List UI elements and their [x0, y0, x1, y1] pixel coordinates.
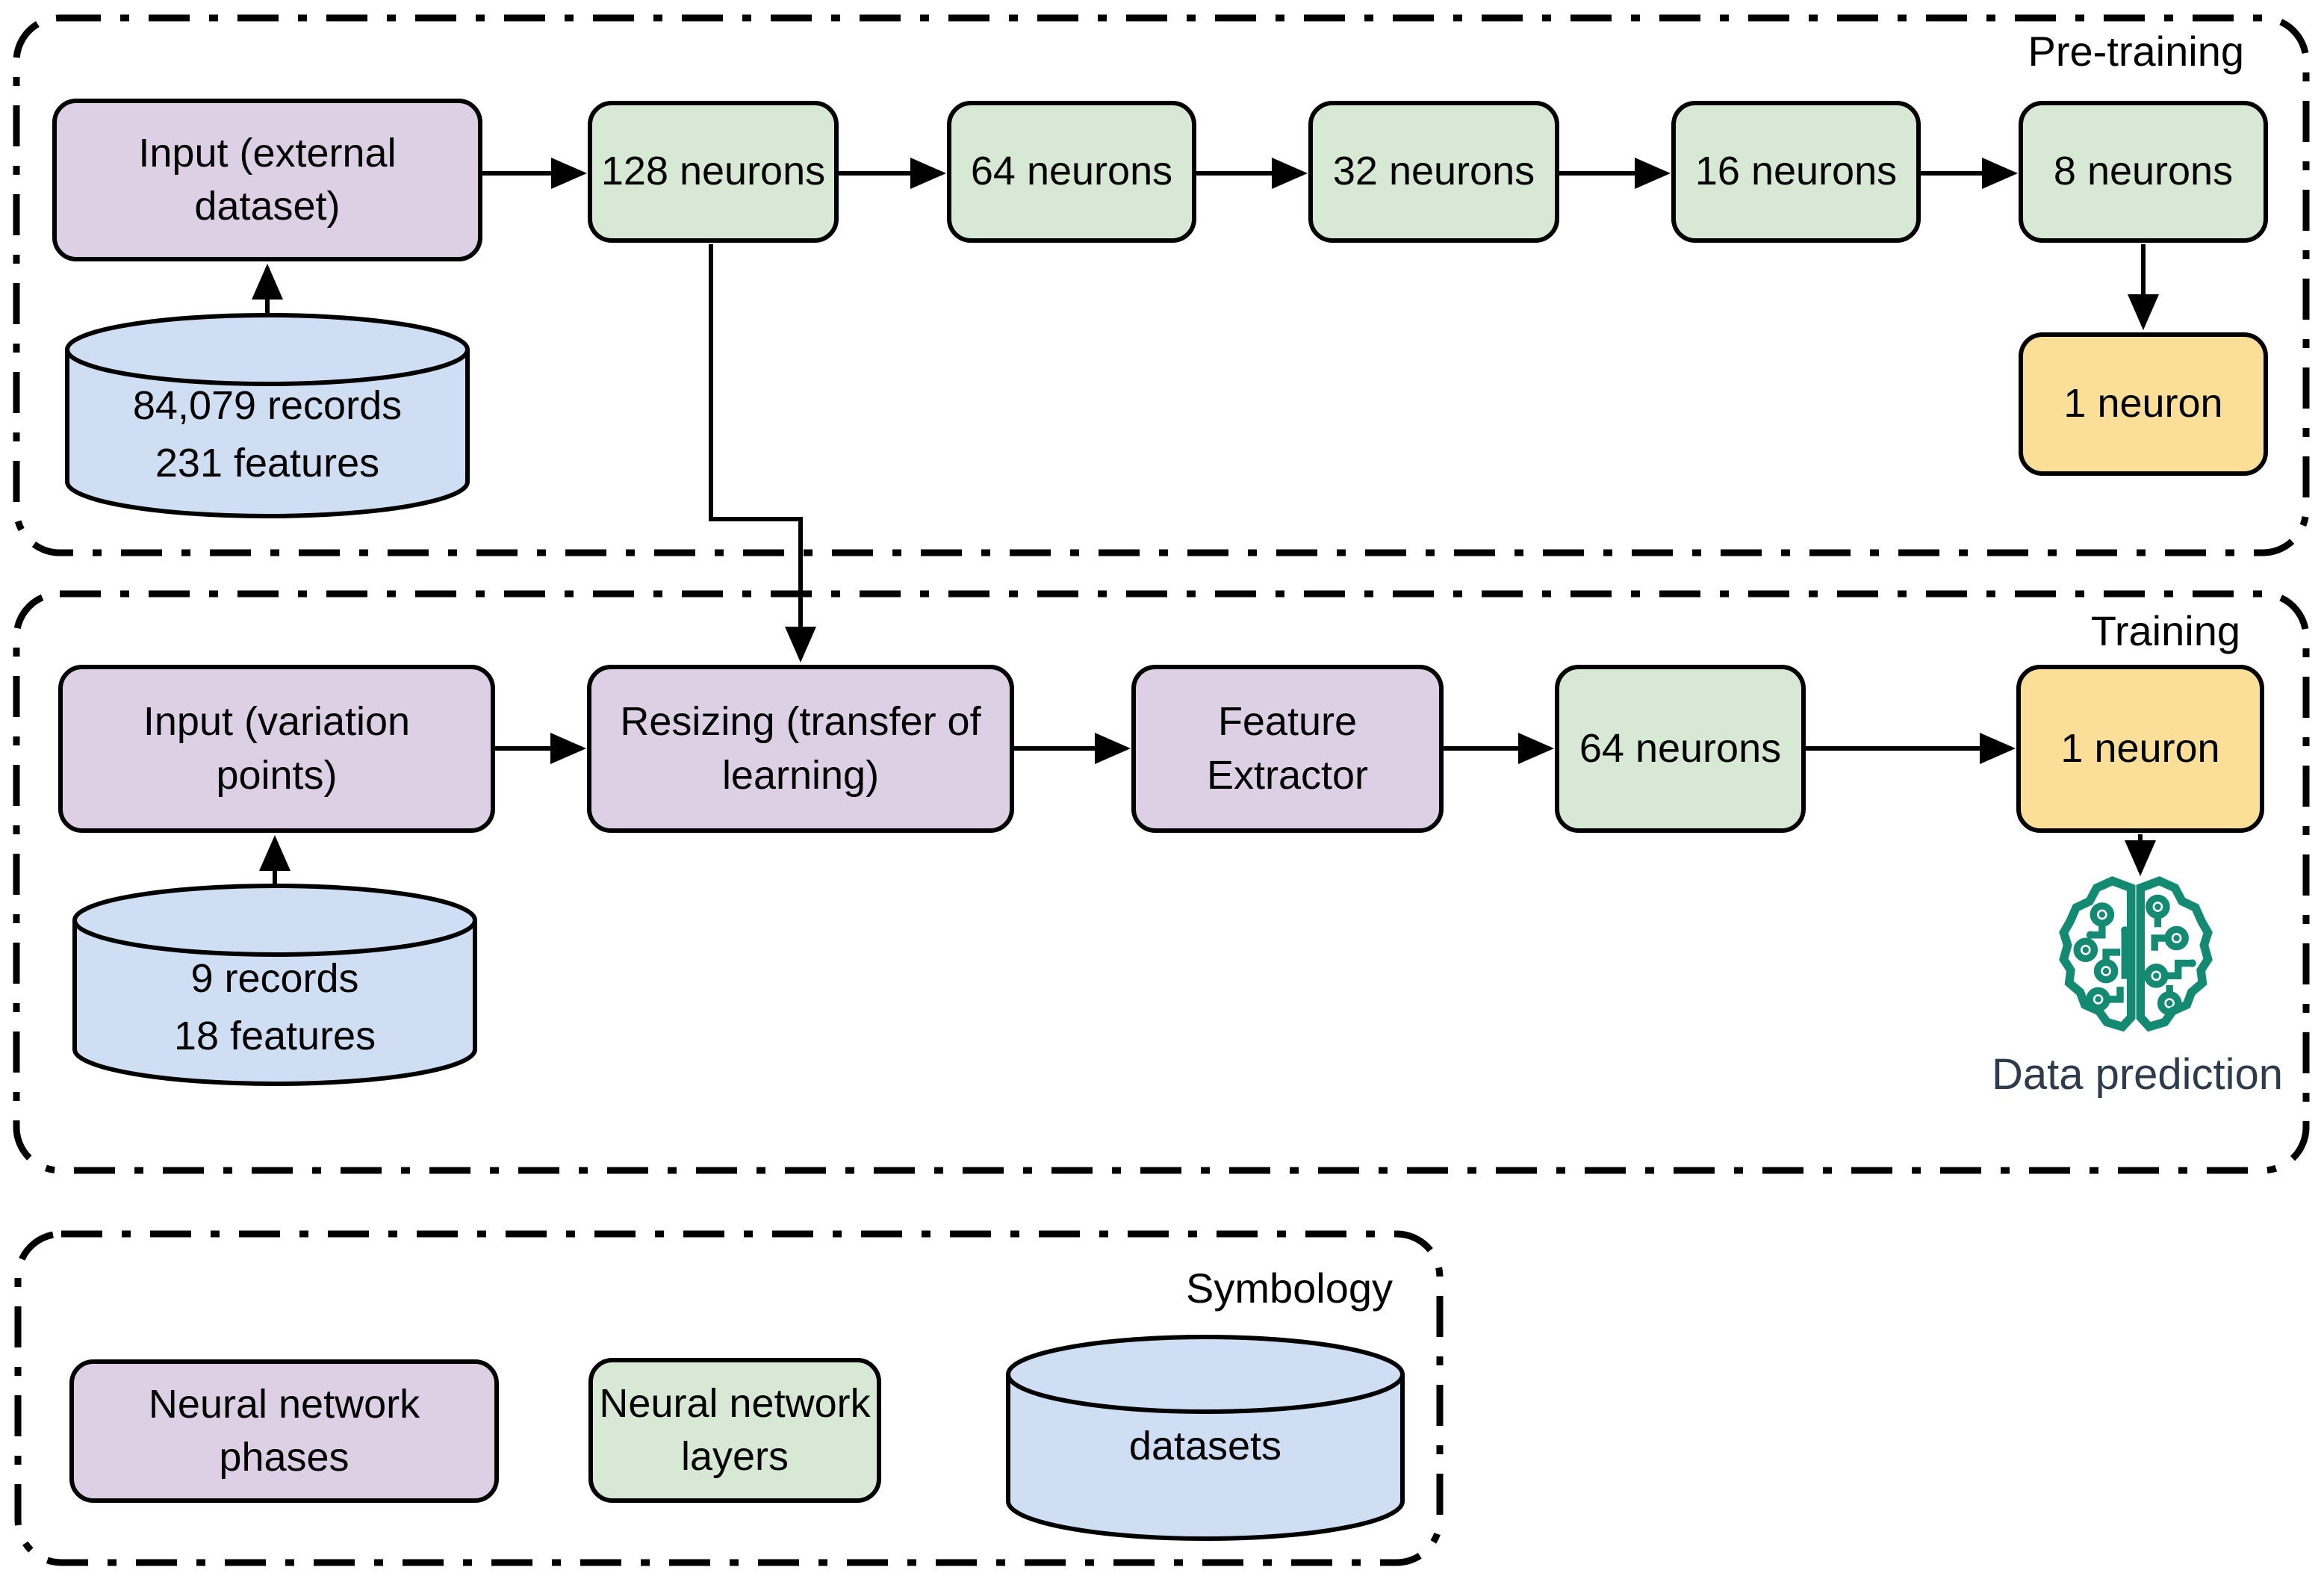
training-input-box: Input (variation points): [58, 665, 495, 833]
pretraining-dataset-cylinder: [65, 313, 470, 518]
symbology-datasets-label: datasets: [1128, 1424, 1282, 1468]
pretraining-output-box: 1 neuron: [2019, 332, 2268, 476]
training-layer-64-box: 64 neurons: [1555, 665, 1806, 833]
training-dataset-cylinder: [72, 884, 477, 1086]
symbology-section-label: Symbology: [1185, 1265, 1393, 1312]
brain-circuit-icon: [2059, 876, 2213, 1032]
pretraining-dataset-label: 84,079 records 231 features: [132, 383, 403, 485]
pretraining-section-border: [13, 14, 2310, 556]
arrows: [252, 158, 2159, 886]
pretraining-layer-32-box: 32 neurons: [1308, 101, 1559, 243]
symbology-datasets-cylinder: [1006, 1335, 1405, 1541]
training-section-label: Training: [2090, 607, 2240, 654]
pretraining-layer-128-box: 128 neurons: [588, 101, 839, 243]
training-feature-extractor-box: Feature Extractor: [1131, 665, 1444, 833]
pretraining-input-box: Input (external dataset): [52, 99, 482, 261]
training-section-border: [13, 590, 2310, 1174]
training-dataset-label: 9 records 18 features: [173, 956, 376, 1058]
pretraining-layer-8-box: 8 neurons: [2019, 101, 2268, 243]
training-output-box: 1 neuron: [2016, 665, 2264, 833]
symbology-section-border: [14, 1230, 1444, 1566]
training-resizing-box: Resizing (transfer of learning): [587, 665, 1014, 833]
pretraining-section-label: Pre-training: [2028, 28, 2244, 75]
pretraining-layer-16-box: 16 neurons: [1671, 101, 1921, 243]
data-prediction-label: Data prediction: [1991, 1050, 2284, 1099]
symbology-phases-box: Neural network phases: [69, 1359, 499, 1503]
symbology-layers-box: Neural network layers: [588, 1358, 881, 1503]
pretraining-layer-64-box: 64 neurons: [947, 101, 1196, 243]
arrow-128-to-resizing: [709, 244, 816, 663]
